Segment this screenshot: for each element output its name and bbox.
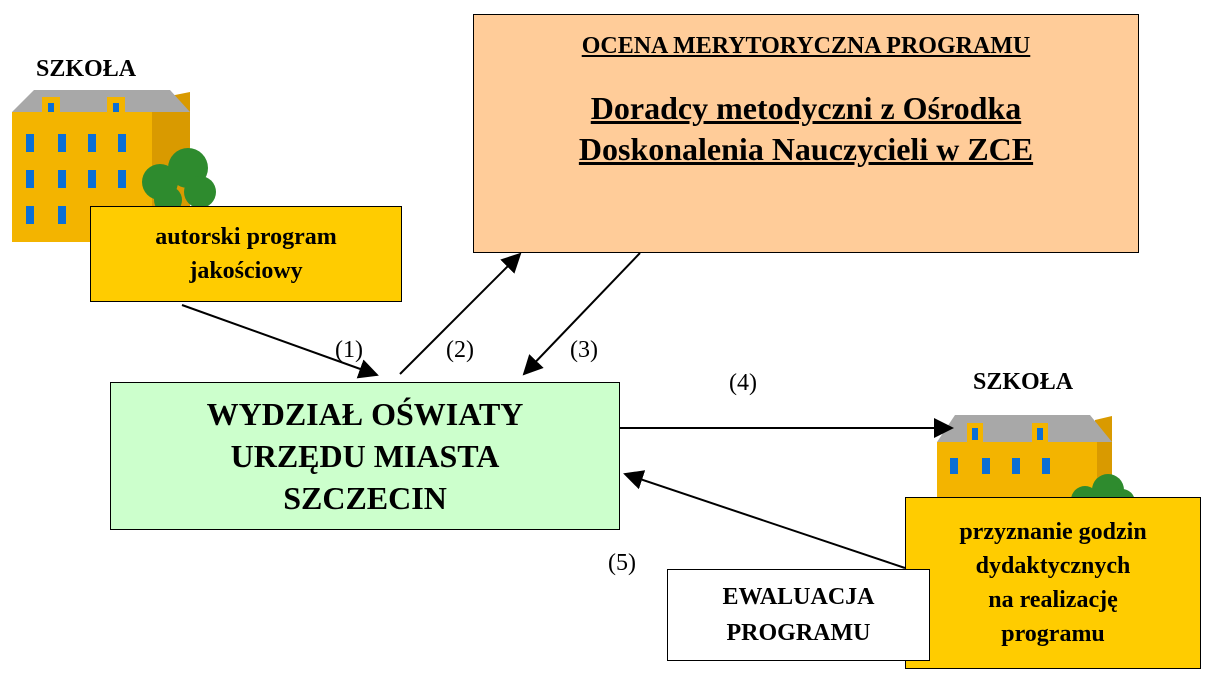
program-box: autorski program jakościowy <box>90 206 402 302</box>
program-line1: autorski program <box>155 224 337 250</box>
school-label-left: SZKOŁA <box>36 56 137 82</box>
department-line2: URZĘDU MIASTA <box>230 438 500 474</box>
department-line3: SZCZECIN <box>283 480 447 516</box>
department-line1: WYDZIAŁ OŚWIATY <box>206 396 524 432</box>
arrow-5 <box>623 470 906 569</box>
hours-line3: na realizację <box>988 587 1118 613</box>
hours-line1: przyznanie godzin <box>959 519 1147 545</box>
step-label-2: (2) <box>446 337 474 363</box>
step-label-3: (3) <box>570 337 598 363</box>
school-label-right: SZKOŁA <box>973 369 1074 395</box>
ewaluacja-box: EWALUACJA PROGRAMU <box>667 569 930 661</box>
evaluation-panel-line1: Doradcy metodyczni z Ośrodka <box>590 90 1022 126</box>
evaluation-panel-line2: Doskonalenia Nauczycieli w ZCE <box>578 131 1034 167</box>
arrow-1 <box>181 304 379 379</box>
arrow-2 <box>399 252 522 375</box>
arrow-3 <box>522 252 641 376</box>
ewaluacja-line1: EWALUACJA <box>722 584 875 610</box>
step-label-4: (4) <box>729 370 757 396</box>
department-box: WYDZIAŁ OŚWIATY URZĘDU MIASTA SZCZECIN <box>110 382 620 530</box>
evaluation-panel: OCENA MERYTORYCZNA PROGRAMU Doradcy meto… <box>473 14 1139 253</box>
hours-line2: dydaktycznych <box>975 553 1131 579</box>
step-label-1: (1) <box>335 337 363 363</box>
program-line2: jakościowy <box>189 258 303 284</box>
hours-box: przyznanie godzin dydaktycznych na reali… <box>905 497 1201 669</box>
ewaluacja-line2: PROGRAMU <box>726 620 871 646</box>
evaluation-panel-title: OCENA MERYTORYCZNA PROGRAMU <box>581 33 1031 59</box>
step-label-5: (5) <box>608 550 636 576</box>
hours-line4: programu <box>1001 621 1105 647</box>
